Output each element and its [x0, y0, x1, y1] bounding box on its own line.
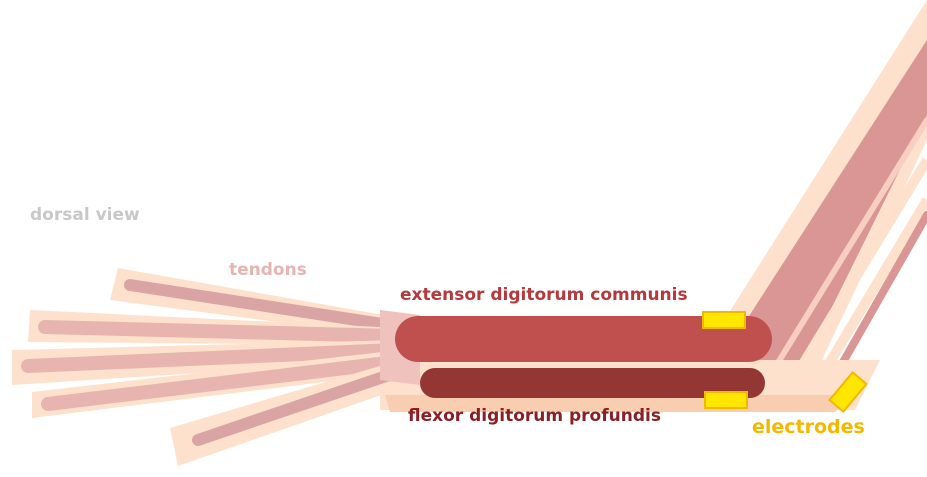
- dorsal-view-label: dorsal view: [30, 205, 140, 225]
- tendons-label: tendons: [229, 260, 307, 280]
- electrodes: [702, 311, 868, 413]
- finger-5-tendon: [192, 366, 404, 446]
- extensor-label: extensor digitorum communis: [400, 285, 688, 305]
- finger-2-tendon: [38, 320, 402, 343]
- finger-3-tendon: [21, 343, 402, 373]
- flexor-label: flexor digitorum profundis: [408, 406, 661, 426]
- upper-arm-tendon-1: [757, 118, 927, 394]
- finger-1-tendon: [124, 279, 401, 332]
- electrode-elbow: [828, 371, 868, 413]
- electrode-flexor: [704, 391, 748, 409]
- upper-arm-tendon-2: [781, 157, 927, 395]
- electrodes-label: electrodes: [752, 416, 865, 438]
- extensor-digitorum-communis: [395, 316, 772, 362]
- electrode-extensor: [702, 311, 746, 329]
- finger-4-tendon: [41, 355, 402, 411]
- finger-tendons: [12, 268, 420, 466]
- upper-arm-muscle: [740, 40, 927, 392]
- flexor-digitorum-profundis: [420, 368, 765, 398]
